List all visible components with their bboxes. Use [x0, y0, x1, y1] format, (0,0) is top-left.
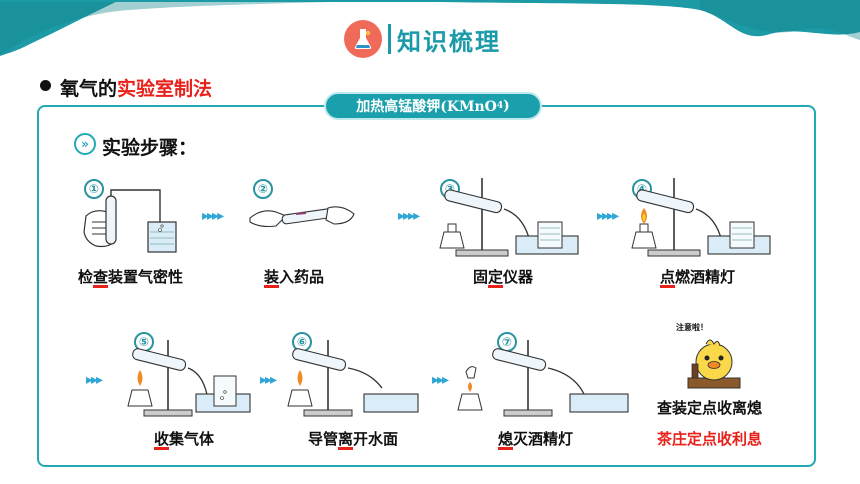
step-6-pre: 导管 [308, 430, 339, 448]
step-label-3: 固定仪器 [473, 266, 533, 287]
arrow-6-7: ▸▸▸ [432, 372, 449, 388]
step-6-key: 离 [338, 430, 354, 448]
collect-gas-illustration [127, 340, 251, 417]
step-2-key: 装 [264, 268, 280, 286]
method-tab-sub: 4 [496, 101, 504, 111]
step-1-pre: 检 [78, 268, 94, 286]
step-3-pre: 固 [473, 268, 489, 286]
double-chevron-icon: » [74, 133, 96, 155]
method-tab-main: 加热高锰酸钾(KMnO [356, 99, 497, 115]
section-title-prefix: 氧气的 [60, 78, 118, 100]
light-lamp-illustration [631, 178, 771, 257]
method-tab-end: ) [503, 98, 510, 114]
load-reagent-illustration [249, 206, 355, 228]
step-label-7: 熄灭酒精灯 [498, 428, 573, 449]
mnemonic-line-1: 查装定点收离熄 [657, 399, 763, 417]
arrow-4-5: ▸▸▸ [86, 372, 103, 388]
step-7-key: 熄 [498, 430, 514, 448]
step-6-post: 开水面 [353, 430, 399, 448]
step-4-post: 燃酒精灯 [675, 268, 736, 286]
remove-tube-illustration [287, 340, 419, 417]
step-1-post: 装置气密性 [108, 268, 184, 286]
step-1-key: 查 [93, 268, 109, 286]
step-5-key: 收 [154, 430, 170, 448]
extinguish-lamp-illustration [457, 340, 629, 417]
steps-label: 实验步骤： [102, 137, 198, 159]
step-label-6: 导管离开水面 [308, 428, 398, 449]
arrow-2-3: ▸▸▸▸ [398, 208, 420, 224]
step-5-post: 集气体 [169, 430, 215, 448]
fix-apparatus-illustration [439, 178, 579, 257]
page-title: 知识梳理 [397, 27, 501, 56]
top-decor-band [0, 0, 860, 56]
duck-mascot-icon [687, 339, 741, 389]
mnemonic-line-2: 茶庄定点收利息 [657, 430, 763, 448]
flask-icon [344, 20, 382, 58]
arrow-5-6: ▸▸▸ [260, 372, 277, 388]
header: 知识梳理 [344, 18, 501, 60]
step-label-2: 装入药品 [264, 266, 324, 287]
mascot-note: 注意啦！ [676, 323, 708, 332]
airtightness-check-illustration [83, 189, 177, 253]
step-3-post: 仪器 [503, 268, 534, 286]
arrow-3-4: ▸▸▸▸ [597, 208, 619, 224]
step-label-4: 点燃酒精灯 [660, 266, 735, 287]
step-number-2: ② [253, 179, 273, 199]
step-3-key: 定 [488, 268, 504, 286]
header-divider [388, 24, 391, 54]
bullet-dot [40, 80, 51, 91]
step-7-post: 灭酒精灯 [513, 430, 574, 448]
step-2-post: 入药品 [279, 268, 325, 286]
arrow-1-2: ▸▸▸▸ [202, 208, 224, 224]
step-number-1: ① [84, 179, 104, 199]
step-label-1: 检查装置气密性 [78, 266, 183, 287]
section-title-highlight: 实验室制法 [117, 78, 213, 100]
section-title: 氧气的实验室制法 [60, 74, 212, 101]
step-label-5: 收集气体 [154, 428, 214, 449]
step-4-key: 点 [660, 268, 676, 286]
